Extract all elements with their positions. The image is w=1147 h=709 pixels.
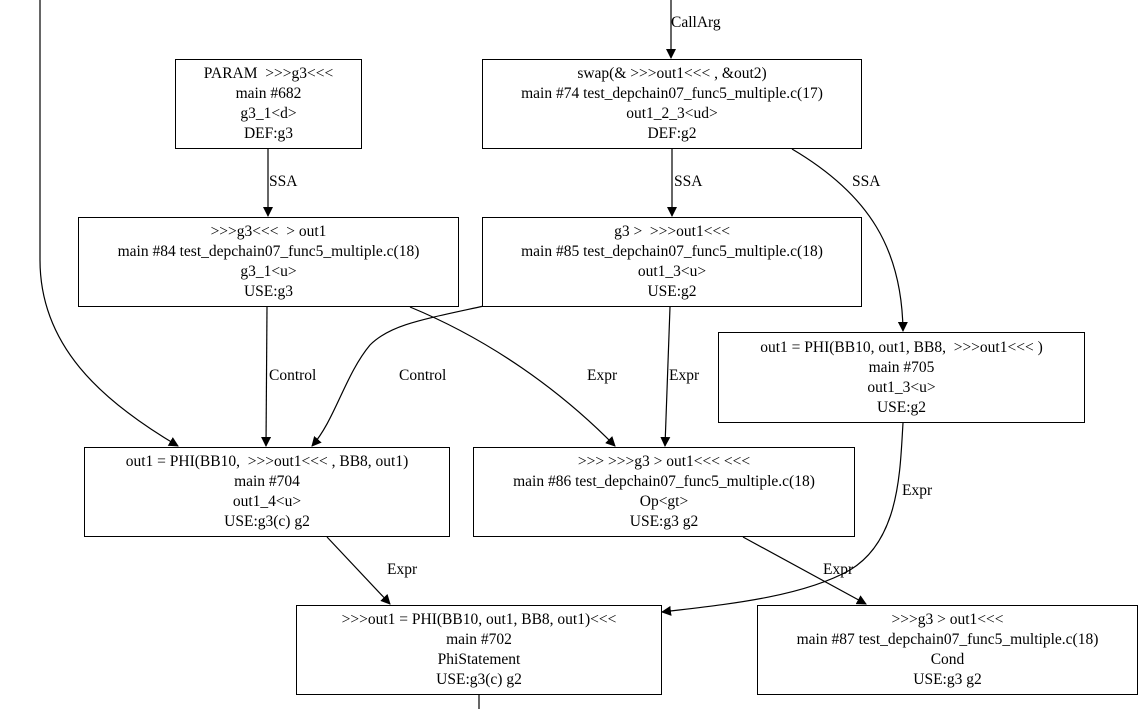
node-line: PARAM >>>g3<<< (203, 65, 334, 82)
node-line: USE:g3 (243, 283, 294, 300)
node-line: out1 = PHI(BB10, out1, BB8, >>>out1<<< ) (760, 338, 1043, 356)
node-phi-705: out1 = PHI(BB10, out1, BB8, >>>out1<<< )… (718, 332, 1085, 423)
node-line: USE:g3(c) g2 (224, 513, 310, 530)
node-param-g3: PARAM >>>g3<<< main #682 g3_1<d> DEF:g3 (175, 59, 362, 149)
edge-expr-705-702 (661, 422, 904, 616)
node-line: PhiStatement (437, 651, 521, 668)
node-line: out1_3<u> (637, 263, 707, 280)
node-line: USE:g2 (876, 398, 927, 416)
node-line: DEF:g3 (243, 125, 294, 142)
edge-expr-86-87 (742, 536, 867, 605)
edge-label-ssa: SSA (852, 173, 881, 190)
node-line: main #704 (234, 473, 300, 490)
node-line: out1 = PHI(BB10, >>>out1<<< , BB8, out1) (125, 453, 409, 470)
node-line: main #87 test_depchain07_func5_multiple.… (796, 631, 1099, 648)
edge-expr-704-702 (326, 536, 391, 605)
edge-ssa-swap-705 (791, 148, 908, 332)
node-line: >>> >>>g3 > out1<<< <<< (577, 453, 751, 470)
node-line: main #74 test_depchain07_func5_multiple.… (521, 85, 823, 102)
edge-label-expr: Expr (387, 561, 418, 578)
node-line: >>>g3 > out1<<< (891, 611, 1004, 628)
edge-label-ssa: SSA (269, 173, 298, 190)
node-phi-704: out1 = PHI(BB10, >>>out1<<< , BB8, out1)… (84, 447, 450, 537)
edge-label-expr: Expr (902, 482, 933, 499)
edge-label-control: Control (399, 367, 447, 384)
node-line: Cond (930, 651, 965, 668)
node-line: out1_4<u> (232, 493, 302, 510)
node-line: USE:g3 g2 (913, 671, 982, 688)
edge-expr-84-86 (409, 306, 616, 447)
edge-label-expr: Expr (823, 561, 854, 578)
node-line: g3 > >>>out1<<< (614, 223, 730, 240)
edge-left-to-phi704 (39, 0, 179, 447)
edge-label-expr: Expr (669, 367, 700, 384)
edge-label-expr: Expr (587, 367, 618, 384)
edge-label-ssa: SSA (674, 173, 703, 190)
node-line: main #84 test_depchain07_func5_multiple.… (117, 243, 420, 260)
node-swap: swap(& >>>out1<<< , &out2) main #74 test… (482, 59, 862, 149)
node-line: g3_1<u> (240, 263, 297, 280)
node-line: out1_2_3<ud> (626, 105, 718, 122)
node-line: USE:g3(c) g2 (436, 671, 522, 688)
node-line: g3_1<d> (240, 105, 297, 122)
node-line: main #85 test_depchain07_func5_multiple.… (521, 243, 823, 260)
edge-control-85-704 (311, 305, 485, 447)
node-op-86: >>> >>>g3 > out1<<< <<< main #86 test_de… (473, 447, 855, 537)
node-line: out1_3<u> (867, 378, 936, 396)
node-line: main #705 (868, 358, 935, 376)
edge-expr-85-86 (660, 306, 671, 447)
node-cond-87: >>>g3 > out1<<< main #87 test_depchain07… (757, 605, 1138, 695)
node-line: USE:g3 g2 (629, 513, 699, 530)
node-phi-702: >>>out1 = PHI(BB10, out1, BB8, out1)<<< … (296, 605, 662, 695)
node-line: >>>g3<<< > out1 (210, 223, 327, 240)
edge-label-callarg: CallArg (671, 14, 721, 31)
edge-label-control: Control (269, 367, 317, 384)
node-line: main #682 (235, 85, 302, 102)
node-use-85: g3 > >>>out1<<< main #85 test_depchain07… (482, 217, 862, 307)
node-line: >>>out1 = PHI(BB10, out1, BB8, out1)<<< (341, 611, 617, 628)
edge-control-84-704 (261, 306, 272, 447)
node-line: main #86 test_depchain07_func5_multiple.… (513, 473, 815, 490)
node-line: DEF:g2 (647, 125, 697, 142)
node-line: Op<gt> (639, 493, 689, 510)
node-line: USE:g2 (647, 283, 697, 300)
node-line: main #702 (446, 631, 512, 648)
node-use-84: >>>g3<<< > out1 main #84 test_depchain07… (78, 217, 459, 307)
node-line: swap(& >>>out1<<< , &out2) (577, 65, 767, 82)
